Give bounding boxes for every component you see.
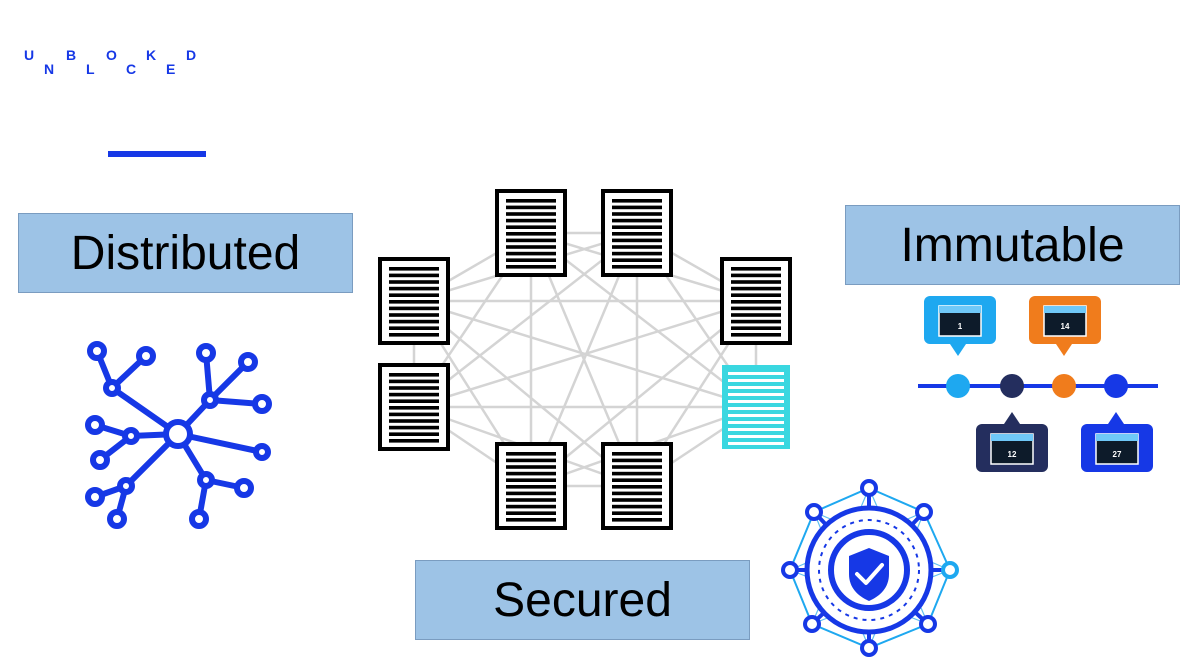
- timeline-dot: [946, 374, 970, 398]
- calendar-callout: 27: [1081, 412, 1153, 472]
- calendar-date: 1: [958, 322, 963, 331]
- security-node: [915, 503, 933, 521]
- network-node: [85, 487, 105, 507]
- network-node: [107, 509, 127, 529]
- network-node: [136, 346, 156, 366]
- calendar-callout: 1: [924, 296, 996, 356]
- immutable-label: Immutable: [845, 205, 1180, 285]
- ledger-document-icon: [495, 442, 567, 530]
- unblocked-logo: U N B L O C K E D: [24, 44, 204, 80]
- logo-letter: B: [66, 47, 77, 63]
- network-node: [87, 341, 107, 361]
- logo-letter: O: [106, 47, 117, 63]
- calendar-date: 12: [1008, 450, 1017, 459]
- logo-letter: K: [146, 47, 157, 63]
- security-dial: [818, 519, 920, 621]
- security-node: [860, 639, 878, 657]
- check-icon: [855, 563, 884, 585]
- timeline-icon: 1 14 12 27: [918, 296, 1158, 472]
- ledger-group: [378, 189, 792, 530]
- security-node: [941, 561, 959, 579]
- network-node: [85, 415, 105, 435]
- ledger-document-icon: [722, 365, 790, 449]
- network-node: [234, 478, 254, 498]
- calendar-date: 27: [1113, 450, 1122, 459]
- calendar-date: 14: [1061, 322, 1070, 331]
- logo-letter: D: [186, 47, 197, 63]
- logo-letter: L: [86, 61, 95, 77]
- security-shield-icon: [781, 479, 959, 657]
- security-node: [803, 615, 821, 633]
- logo-letter: C: [126, 61, 137, 77]
- timeline-dot: [1000, 374, 1024, 398]
- network-node: [103, 379, 121, 397]
- ledger-document-icon: [720, 257, 792, 345]
- shield-icon: [849, 548, 889, 601]
- ledger-document-icon: [601, 442, 673, 530]
- security-node: [805, 503, 823, 521]
- mesh-link: [413, 232, 638, 408]
- timeline-dot: [1052, 374, 1076, 398]
- network-mesh: [412, 231, 758, 488]
- network-hub: [163, 419, 193, 449]
- security-node: [781, 561, 799, 579]
- logo-letter: U: [24, 47, 35, 63]
- network-node: [201, 391, 219, 409]
- logo-letter: N: [44, 61, 55, 77]
- ledger-document-icon: [495, 189, 567, 277]
- timeline-dot: [1104, 374, 1128, 398]
- calendar-callout: 12: [976, 412, 1048, 472]
- network-node: [189, 509, 209, 529]
- distributed-label: Distributed: [18, 213, 353, 293]
- mesh-link: [530, 232, 757, 408]
- network-node: [252, 394, 272, 414]
- network-node: [90, 450, 110, 470]
- network-node: [117, 477, 135, 495]
- network-node: [253, 443, 271, 461]
- network-node: [238, 352, 258, 372]
- accent-underline: [108, 151, 206, 157]
- network-node: [122, 427, 140, 445]
- mesh-link: [413, 299, 757, 409]
- network-node: [197, 471, 215, 489]
- calendar-callout: 14: [1029, 296, 1101, 356]
- distributed-network-icon: [85, 341, 272, 529]
- ledger-document-icon: [601, 189, 673, 277]
- mesh-link: [413, 300, 638, 487]
- ledger-document-icon: [378, 363, 450, 451]
- security-node: [919, 615, 937, 633]
- logo-letter: E: [166, 61, 176, 77]
- ledger-document-icon: [378, 257, 450, 345]
- secured-label: Secured: [415, 560, 750, 640]
- mesh-link: [530, 300, 757, 487]
- network-node: [196, 343, 216, 363]
- security-node: [860, 479, 878, 497]
